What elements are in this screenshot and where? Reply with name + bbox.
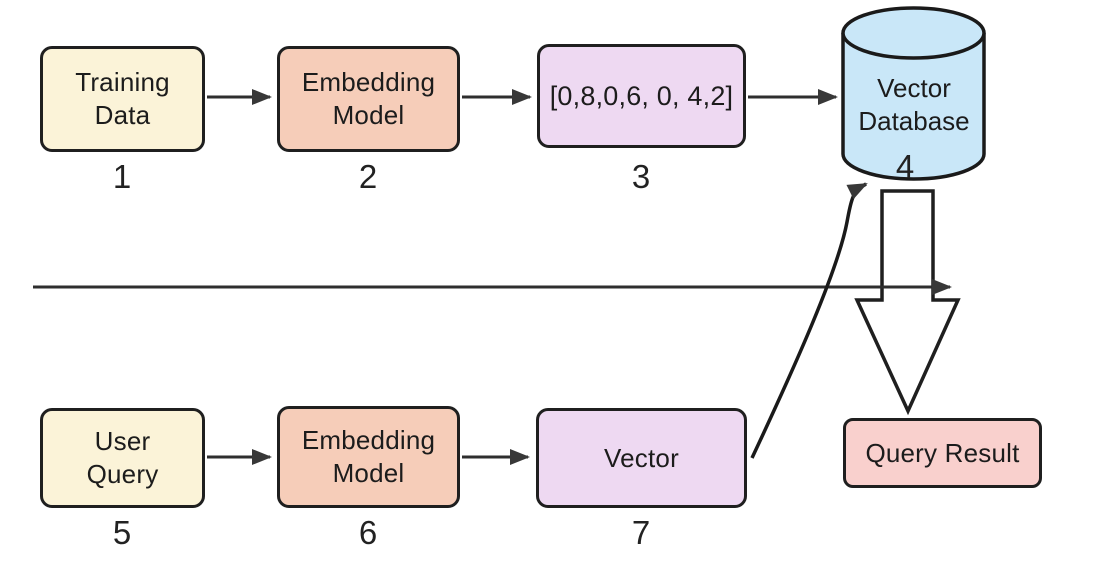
node-user-query: User Query [40, 408, 205, 508]
node-embedding-model-top: Embedding Model [277, 46, 460, 152]
step-number-4: 4 [895, 148, 915, 185]
step-number-2: 2 [358, 158, 378, 195]
step-number-1: 1 [112, 158, 132, 195]
down-arrow-database-to-result [854, 189, 961, 416]
node-embedding-model-top-label-line1: Embedding [301, 67, 436, 97]
node-query-result: Query Result [843, 418, 1042, 488]
node-vector-database-label: Vector Database [845, 72, 983, 138]
step-number-3: 3 [631, 158, 651, 195]
node-vector-values-label: [0,8,0,6, 0, 4,2] [549, 80, 734, 111]
node-embedding-model-bottom-label-line2: Model [332, 458, 405, 488]
node-embedding-model-bottom-label-line1: Embedding [301, 425, 436, 455]
node-vector-database-label-line1: Vector [877, 73, 951, 103]
step-number-5: 5 [112, 514, 132, 551]
node-vector: Vector [536, 408, 747, 508]
step-number-6: 6 [358, 514, 378, 551]
node-user-query-label-line2: Query [86, 459, 159, 489]
database-cylinder-icon [841, 6, 986, 181]
node-training-data: Training Data [40, 46, 205, 152]
node-embedding-model-top-label-line2: Model [332, 100, 405, 130]
node-embedding-model-bottom: Embedding Model [277, 406, 460, 508]
node-training-data-label-line1: Training [75, 67, 170, 97]
node-vector-values: [0,8,0,6, 0, 4,2] [537, 44, 746, 148]
step-number-7: 7 [631, 514, 651, 551]
node-vector-label: Vector [604, 442, 679, 473]
curve-arrow-vector-to-database [750, 182, 868, 459]
node-vector-database-label-line2: Database [858, 106, 970, 136]
node-user-query-label-line1: User [94, 426, 151, 456]
node-training-data-label-line2: Data [94, 100, 151, 130]
node-query-result-label: Query Result [865, 437, 1020, 468]
